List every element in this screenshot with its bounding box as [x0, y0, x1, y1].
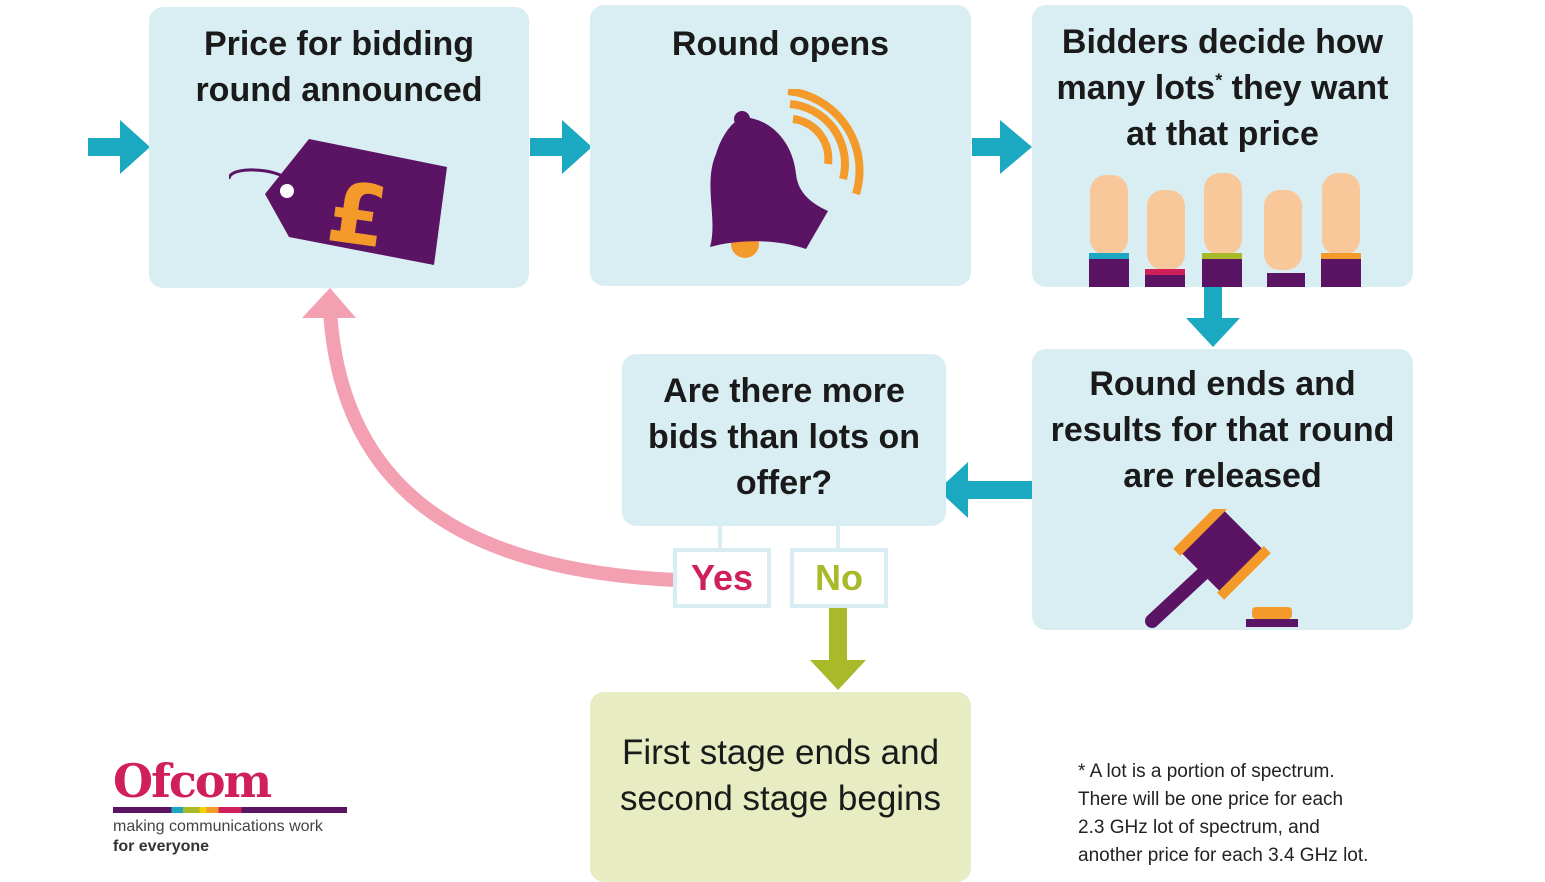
footnote-line: * A lot is a portion of spectrum. — [1078, 761, 1335, 782]
arrow-yes-loop-back — [302, 288, 677, 587]
step-label: First stage ends and second stage begins — [619, 733, 942, 818]
logo-stripe — [113, 807, 347, 813]
arrow-into-price — [88, 120, 150, 174]
raised-hands-icon — [1089, 173, 1361, 287]
step-round-ends: Round ends and results for that round ar… — [1032, 349, 1413, 630]
decision-question: Are there more bids than lots on offer? — [622, 354, 946, 526]
arrow-open-to-bidders — [972, 120, 1032, 174]
step-round-opens: Round opens — [590, 5, 971, 286]
bell-ringing-icon — [710, 89, 864, 258]
footnote-line: another price for each 3.4 GHz lot. — [1078, 845, 1369, 866]
option-no: No — [790, 548, 888, 608]
arrow-ends-to-question — [938, 462, 1032, 518]
step-label: Bidders decide how many lots* they want … — [1056, 23, 1389, 153]
footnote-line: There will be one price for each — [1078, 789, 1344, 810]
step-label: Price for bidding round announced — [195, 25, 483, 109]
option-yes: Yes — [673, 548, 771, 608]
arrow-bidders-to-ends — [1186, 287, 1240, 347]
step-final: First stage ends and second stage begins — [590, 692, 971, 882]
arrow-no-to-final — [810, 608, 866, 690]
footnote: * A lot is a portion of spectrum. There … — [1078, 758, 1368, 870]
question-label: Are there more bids than lots on offer? — [648, 372, 920, 502]
step-bidders-decide: Bidders decide how many lots* they want … — [1032, 5, 1413, 287]
step-label: Round opens — [671, 25, 890, 63]
logo-wordmark: Ofcom — [113, 754, 272, 808]
step-label: Round ends and results for that round ar… — [1050, 365, 1395, 495]
svg-text:£: £ — [322, 162, 394, 267]
price-tag-pound-icon: £ — [229, 139, 447, 267]
step-price-announced: Price for bidding round announced £ — [149, 7, 529, 288]
arrow-price-to-open — [530, 120, 592, 174]
footnote-line: 2.3 GHz lot of spectrum, and — [1078, 817, 1320, 838]
gavel-icon — [1145, 509, 1298, 628]
